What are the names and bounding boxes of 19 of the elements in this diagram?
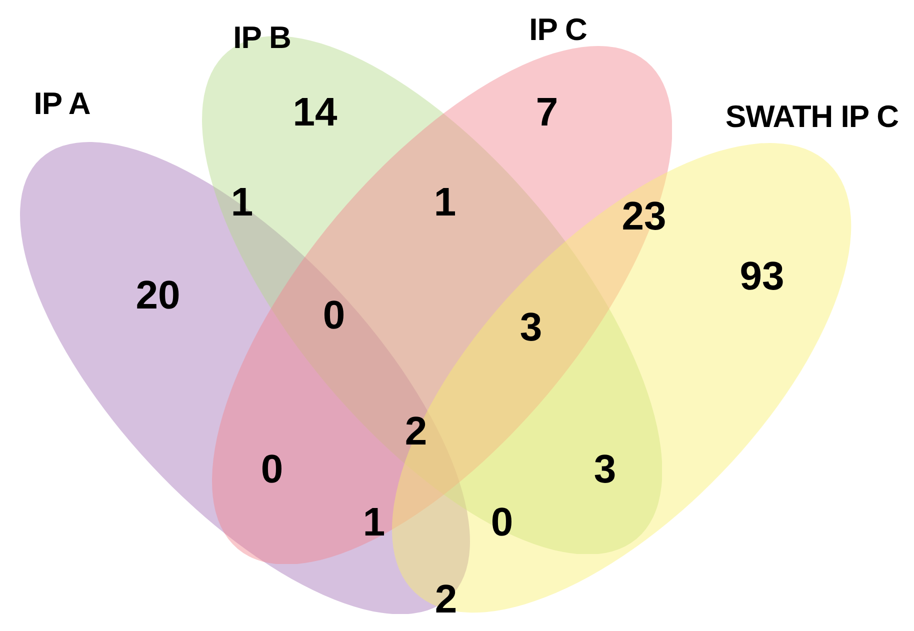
- region-count: 3: [594, 448, 616, 492]
- region-count: 0: [490, 500, 514, 546]
- region-count: 1: [434, 180, 456, 226]
- region-count: 0: [260, 448, 284, 492]
- region-count: 20: [136, 274, 180, 318]
- set-label: SWATH IP C: [726, 99, 898, 135]
- region-count: 93: [740, 254, 784, 300]
- region-count: 2: [404, 410, 428, 454]
- region-count: 2: [434, 578, 458, 622]
- region-count: 0: [322, 294, 346, 338]
- region-count: 3: [520, 306, 542, 350]
- set-label: IP C: [529, 12, 587, 48]
- region-count: 23: [622, 194, 666, 240]
- region-count: 14: [292, 90, 338, 136]
- region-count: 1: [362, 500, 386, 546]
- region-count: 7: [536, 90, 558, 136]
- set-label: IP B: [233, 20, 291, 56]
- set-label: IP A: [34, 86, 90, 122]
- region-count: 1: [230, 180, 254, 226]
